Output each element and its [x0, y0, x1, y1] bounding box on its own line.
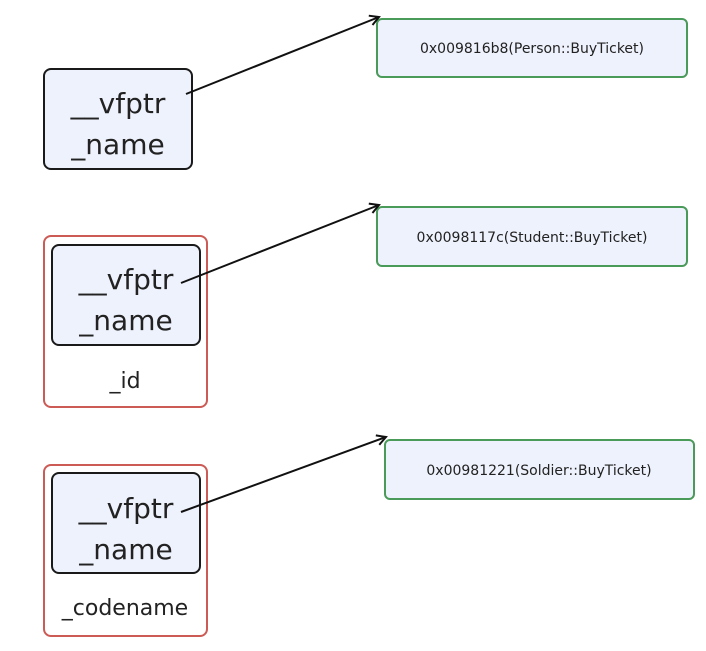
soldier-vtable: 0x00981221(Soldier::BuyTicket) — [384, 439, 695, 500]
student-vtable: 0x0098117c(Student::BuyTicket) — [376, 206, 688, 267]
student-vtable-box — [376, 206, 688, 267]
soldier-vtable-entry: 0x00981221(Soldier::BuyTicket) — [426, 463, 651, 479]
soldier-object: __vfptr _name _codename — [43, 464, 208, 637]
student-object: __vfptr _name _id — [43, 235, 208, 408]
student-name-label: _name — [78, 304, 172, 337]
person-name-label: _name — [70, 128, 164, 161]
person-vtable-box — [376, 18, 688, 78]
soldier-name-label: _name — [78, 533, 172, 566]
soldier-base-box — [51, 472, 201, 574]
person-vfptr-label: __vfptr — [70, 87, 166, 120]
soldier-vfptr-arrow — [180, 437, 386, 513]
student-vtable-entry: 0x0098117c(Student::BuyTicket) — [417, 230, 648, 246]
person-object-box — [43, 68, 193, 170]
student-id-label: _id — [108, 369, 140, 394]
student-vfptr-arrow — [180, 205, 379, 284]
soldier-vtable-box — [384, 439, 695, 500]
student-vfptr-label: __vfptr — [78, 263, 174, 296]
soldier-codename-label: _codename — [61, 596, 188, 621]
student-base-box — [51, 244, 201, 346]
person-vtable-entry: 0x009816b8(Person::BuyTicket) — [420, 41, 644, 57]
person-vfptr-arrow — [185, 17, 379, 95]
person-object: __vfptr _name — [43, 68, 193, 170]
person-vtable: 0x009816b8(Person::BuyTicket) — [376, 18, 688, 78]
soldier-vfptr-label: __vfptr — [78, 492, 174, 525]
